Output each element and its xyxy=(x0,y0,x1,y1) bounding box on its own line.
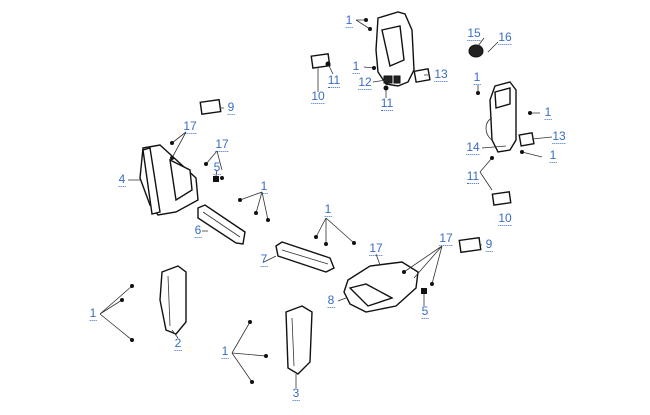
callout-17[interactable]: 17 xyxy=(183,119,197,134)
callout-16[interactable]: 16 xyxy=(498,30,512,45)
callout-1[interactable]: 1 xyxy=(345,13,353,28)
callout-1[interactable]: 1 xyxy=(473,70,481,85)
callout-8[interactable]: 8 xyxy=(327,293,335,308)
callout-5[interactable]: 5 xyxy=(421,304,429,319)
callout-10[interactable]: 10 xyxy=(498,211,512,226)
callout-1[interactable]: 1 xyxy=(352,59,360,74)
part-headlight-4 xyxy=(139,144,199,216)
part-plate-9-right xyxy=(458,236,482,254)
callout-15[interactable]: 15 xyxy=(467,26,481,41)
callout-5[interactable]: 5 xyxy=(213,160,221,175)
part-plate-9-left xyxy=(199,98,222,115)
callout-17[interactable]: 17 xyxy=(439,231,453,246)
callout-11[interactable]: 11 xyxy=(327,73,341,88)
callout-13[interactable]: 13 xyxy=(434,67,448,82)
callout-6[interactable]: 6 xyxy=(194,223,202,238)
part-headlight-bracket-right xyxy=(485,81,517,153)
part-knob-15 xyxy=(468,44,484,58)
callout-4[interactable]: 4 xyxy=(118,172,126,187)
callout-12[interactable]: 12 xyxy=(358,75,372,90)
part-light-strip-7 xyxy=(275,241,335,273)
callout-11[interactable]: 11 xyxy=(380,96,394,111)
callout-9[interactable]: 9 xyxy=(485,237,493,252)
callout-17[interactable]: 17 xyxy=(215,137,229,152)
callout-1[interactable]: 1 xyxy=(260,179,268,194)
callout-1[interactable]: 1 xyxy=(324,202,332,217)
part-plate-13-right xyxy=(518,132,535,147)
callout-2[interactable]: 2 xyxy=(174,336,182,351)
callout-1[interactable]: 1 xyxy=(221,344,229,359)
part-side-lamp-2 xyxy=(159,265,187,335)
callout-17[interactable]: 17 xyxy=(369,241,383,256)
part-headlight-8 xyxy=(343,261,419,313)
callout-1[interactable]: 1 xyxy=(549,148,557,163)
callout-1[interactable]: 1 xyxy=(89,306,97,321)
callout-7[interactable]: 7 xyxy=(260,252,268,267)
part-light-strip-6 xyxy=(197,204,246,245)
callout-11[interactable]: 11 xyxy=(466,169,480,184)
part-plate-13-top xyxy=(413,68,431,83)
callout-14[interactable]: 14 xyxy=(466,140,480,155)
callout-13[interactable]: 13 xyxy=(552,129,566,144)
part-headlight-bracket-top xyxy=(375,11,415,87)
callout-9[interactable]: 9 xyxy=(227,100,235,115)
callout-3[interactable]: 3 xyxy=(292,386,300,401)
part-plate-10-right xyxy=(491,191,512,206)
callout-10[interactable]: 10 xyxy=(311,89,325,104)
part-side-lamp-3 xyxy=(285,305,313,375)
part-plate-10-top xyxy=(310,53,331,69)
callout-1[interactable]: 1 xyxy=(544,105,552,120)
leader-lines xyxy=(99,18,553,388)
